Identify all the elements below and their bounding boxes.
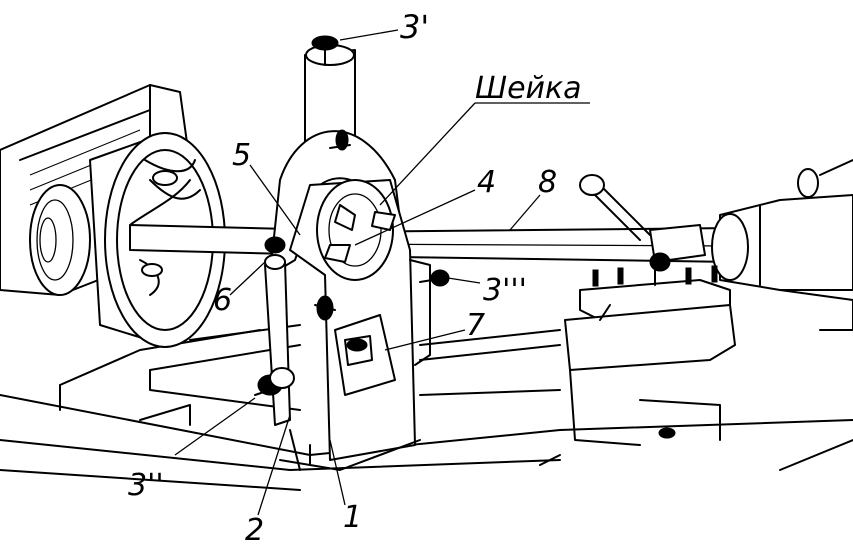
label-1: 1 xyxy=(343,500,362,535)
tailstock xyxy=(711,159,853,331)
label-6: 6 xyxy=(213,283,232,318)
label-7: 7 xyxy=(466,308,485,343)
label-4: 4 xyxy=(477,165,496,200)
carriage xyxy=(564,174,736,446)
label-3-triple-prime: 3''' xyxy=(483,273,527,308)
label-2: 2 xyxy=(245,513,264,548)
clamp-screw-middle xyxy=(314,295,336,321)
steady-rest xyxy=(269,44,431,471)
text-labels: 3' Шейка 4 5 8 3''' 6 7 3'' 2 1 xyxy=(128,8,582,548)
clamp-screw-upper-arm xyxy=(329,129,351,151)
label-8: 8 xyxy=(538,165,557,200)
clamp-screw-top xyxy=(311,35,339,66)
label-neck: Шейка xyxy=(475,71,582,106)
clamp-screw-side xyxy=(419,269,450,287)
label-3-double-prime: 3'' xyxy=(128,468,164,503)
label-3-prime: 3' xyxy=(400,8,429,46)
clamp-screw-lower xyxy=(254,367,295,396)
leader-lines xyxy=(174,29,590,516)
label-5: 5 xyxy=(232,138,251,173)
